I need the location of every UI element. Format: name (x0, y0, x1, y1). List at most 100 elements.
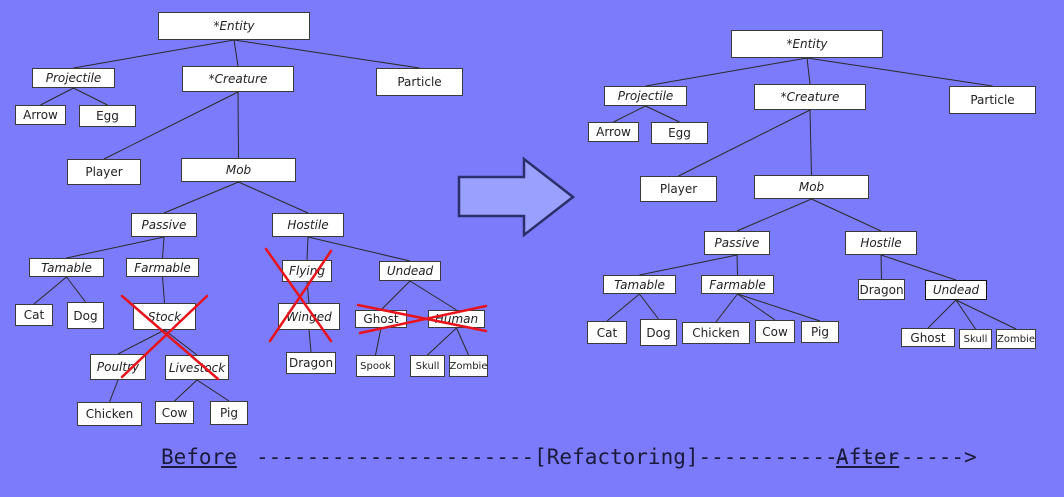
after-edge (639, 254, 738, 276)
node-projectile: Projectile (32, 68, 115, 88)
node-hostile: Hostile (272, 213, 344, 237)
before-edge (73, 39, 235, 69)
node-skull: Skull (959, 329, 992, 349)
node-tamable: Tamable (603, 275, 676, 294)
node-livestock: Livestock (165, 355, 229, 380)
node-tamable: Tamable (29, 258, 104, 277)
node-egg: Egg (651, 122, 708, 144)
after-edge (645, 57, 808, 87)
before-edge (375, 327, 382, 356)
after-edge (737, 293, 776, 321)
node-mob: Mob (754, 175, 869, 199)
before-edge (409, 280, 457, 311)
node-pig: Pig (210, 401, 248, 425)
node-particle: Particle (949, 86, 1036, 114)
node-farmable: Farmable (701, 275, 774, 294)
after-edge (606, 293, 640, 322)
node-creature: *Creature (182, 66, 294, 92)
after-edge (678, 109, 811, 177)
before-edge (103, 91, 239, 160)
node-mob: Mob (181, 158, 296, 182)
node-ghost: Ghost (901, 328, 955, 347)
before-edge (109, 379, 119, 403)
after-edge (613, 105, 646, 123)
node-passive: Passive (131, 213, 197, 237)
node-dog: Dog (67, 302, 104, 329)
before-edge (117, 329, 165, 355)
red-x-icon (356, 303, 488, 333)
after-edge (645, 105, 680, 123)
node-particle: Particle (376, 68, 463, 96)
node-hostile: Hostile (845, 231, 917, 255)
before-edge (163, 181, 239, 214)
before-edge (66, 276, 86, 303)
before-edge (40, 87, 74, 106)
node-dog: Dog (640, 319, 677, 346)
before-edge (162, 236, 165, 259)
node-entity: *Entity (731, 30, 883, 58)
after-edge (736, 198, 812, 232)
node-poultry: Poultry (90, 354, 146, 380)
before-edge (380, 280, 411, 311)
after-edge (715, 293, 738, 323)
after-edge (639, 293, 659, 320)
right-arrow-icon (457, 156, 576, 238)
node-cow: Cow (755, 320, 795, 343)
red-x-icon (120, 294, 209, 379)
node-cat: Cat (15, 304, 53, 326)
node-entity: *Entity (158, 12, 310, 40)
before-edge (233, 39, 239, 67)
before-edge (162, 276, 165, 304)
before-caption: Before (161, 445, 237, 469)
after-edge (955, 299, 976, 330)
node-cat: Cat (587, 321, 627, 344)
node-undead: Undead (379, 261, 441, 281)
before-edge (164, 329, 198, 356)
before-edge (306, 236, 309, 261)
before-edge (308, 329, 312, 353)
node-cow: Cow (155, 401, 194, 424)
after-edge (880, 254, 882, 280)
before-edge (174, 379, 198, 402)
node-arrow: Arrow (15, 105, 66, 125)
node-player: Player (67, 159, 141, 185)
before-edge (456, 327, 469, 356)
before-edge (427, 327, 457, 356)
after-caption: After (836, 445, 900, 469)
node-chicken: Chicken (682, 322, 750, 344)
node-zombie: Zombie (996, 329, 1036, 349)
node-dragon: Dragon (858, 279, 905, 300)
node-chicken: Chicken (77, 402, 142, 426)
node-spook: Spook (356, 355, 395, 377)
after-edge (806, 57, 811, 85)
red-x-icon (268, 249, 333, 343)
after-edge (955, 299, 1017, 330)
after-edge (927, 299, 957, 329)
node-stock: Stock (133, 303, 196, 330)
after-edge (811, 198, 882, 232)
before-edge (233, 39, 420, 69)
node-creature: *Creature (754, 84, 866, 110)
red-x-icon (120, 294, 220, 381)
node-egg: Egg (79, 105, 136, 127)
before-edge (33, 276, 67, 305)
node-pig: Pig (801, 321, 839, 343)
node-arrow: Arrow (588, 122, 639, 142)
before-edge (73, 87, 108, 106)
node-farmable: Farmable (126, 258, 199, 277)
node-undead: Undead (925, 280, 987, 300)
before-edge (237, 91, 239, 159)
refactoring-caption: ----------------------[Refactoring]-----… (256, 445, 977, 469)
before-edge (238, 181, 309, 214)
node-dragon: Dragon (286, 352, 336, 374)
node-passive: Passive (704, 231, 770, 255)
after-edge (737, 293, 821, 322)
node-projectile: Projectile (604, 86, 687, 106)
node-player: Player (640, 176, 717, 202)
after-edge (806, 57, 993, 87)
before-edge (196, 379, 230, 402)
before-edge (307, 236, 411, 262)
